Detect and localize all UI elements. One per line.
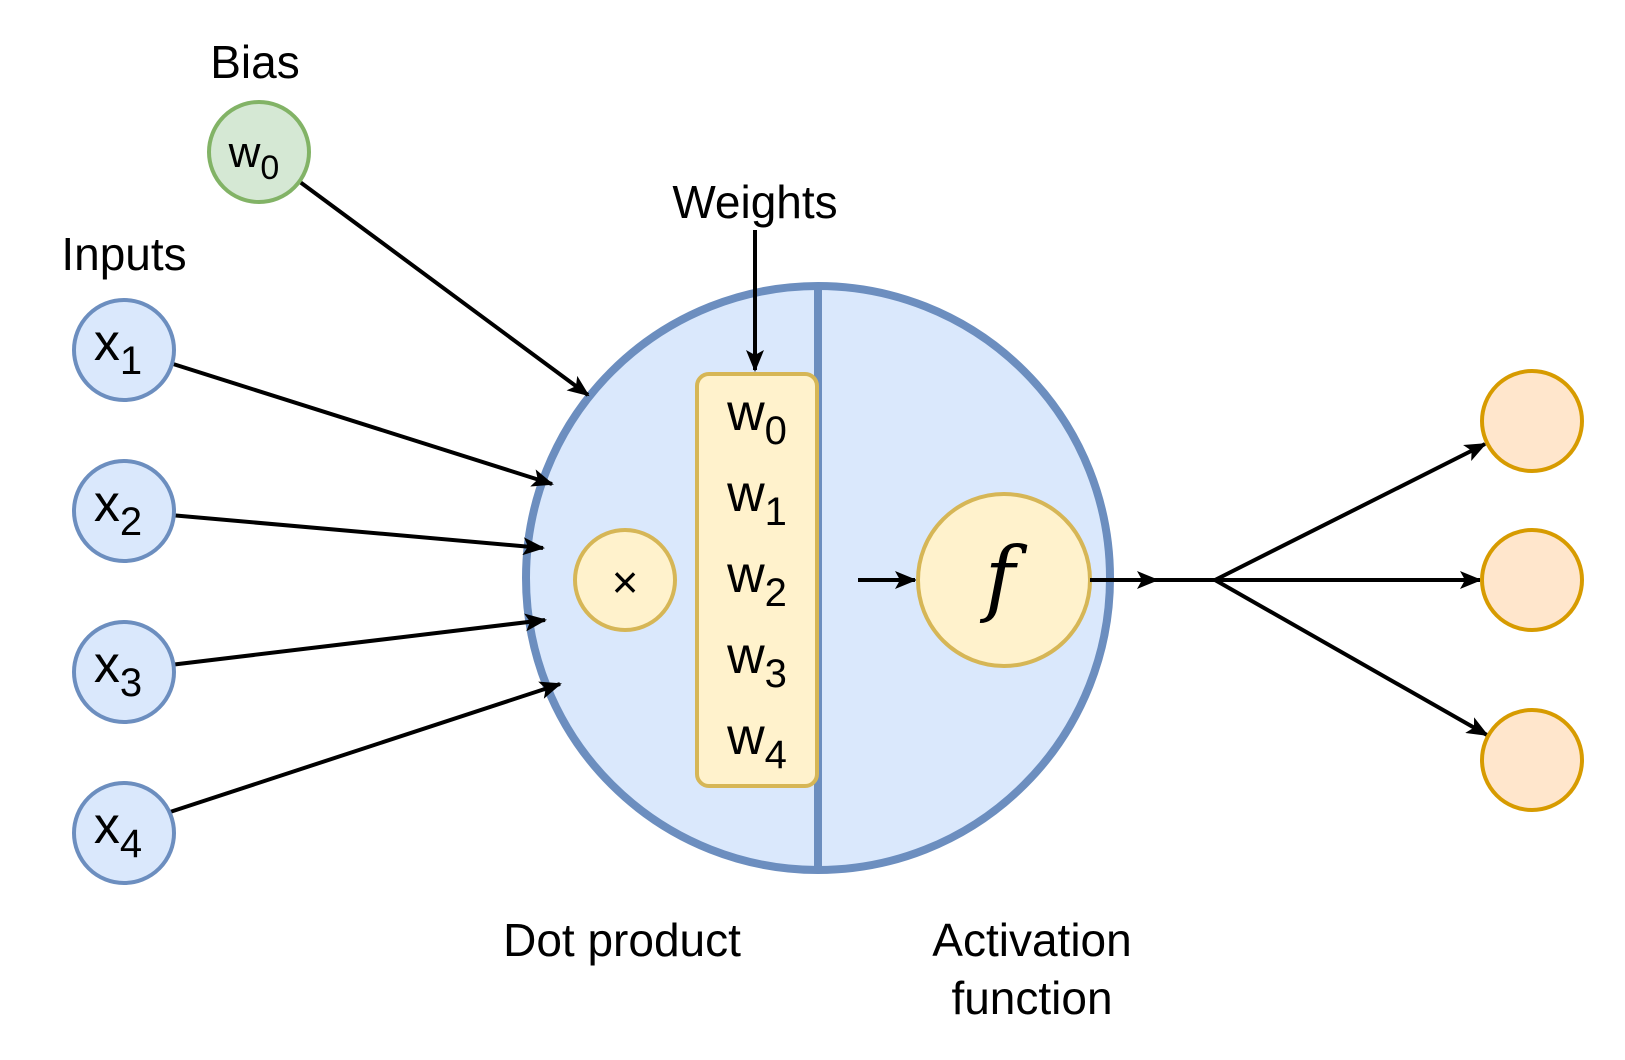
bias-label: Bias (210, 36, 299, 88)
bias-node (207, 100, 311, 204)
edge-x4 (169, 681, 562, 814)
multiply-node (573, 528, 677, 632)
input-node-x4 (72, 781, 176, 885)
input-node-label: x3 (94, 636, 142, 705)
inputs-label: Inputs (61, 228, 186, 280)
weights-list: w0 w1 w2 w3 w4 (726, 384, 787, 777)
output-node (1480, 708, 1584, 812)
output-node (1480, 369, 1584, 473)
input-node-x2 (72, 459, 176, 563)
weight-item: w0 (726, 384, 787, 453)
multiply-symbol: × (612, 556, 639, 608)
activation-label-line2: function (951, 972, 1112, 1024)
weight-item: w4 (726, 708, 787, 777)
input-node-x1 (72, 298, 176, 402)
edge-bias (298, 180, 590, 397)
weights-label: Weights (672, 176, 837, 228)
edge-x2 (169, 513, 545, 556)
input-node-label: x4 (94, 797, 142, 866)
output-node (1480, 528, 1584, 632)
edge-output-1 (1214, 442, 1487, 582)
activation-label-line1: Activation (932, 914, 1131, 966)
weights-box (695, 372, 819, 788)
edge-output-3 (1214, 578, 1489, 737)
input-nodes: x1 x2 x3 x4 (72, 298, 176, 885)
dot-product-label: Dot product (503, 914, 741, 966)
weight-item: w3 (726, 627, 787, 696)
weight-item: w1 (726, 465, 787, 534)
input-node-label: x2 (94, 475, 142, 544)
input-node-label: x1 (94, 314, 142, 383)
weight-item: w2 (726, 546, 787, 615)
edge-x1 (169, 361, 554, 487)
bias-node-label: w0 (228, 128, 280, 187)
input-node-x3 (72, 620, 176, 724)
edge-x3 (169, 613, 547, 667)
